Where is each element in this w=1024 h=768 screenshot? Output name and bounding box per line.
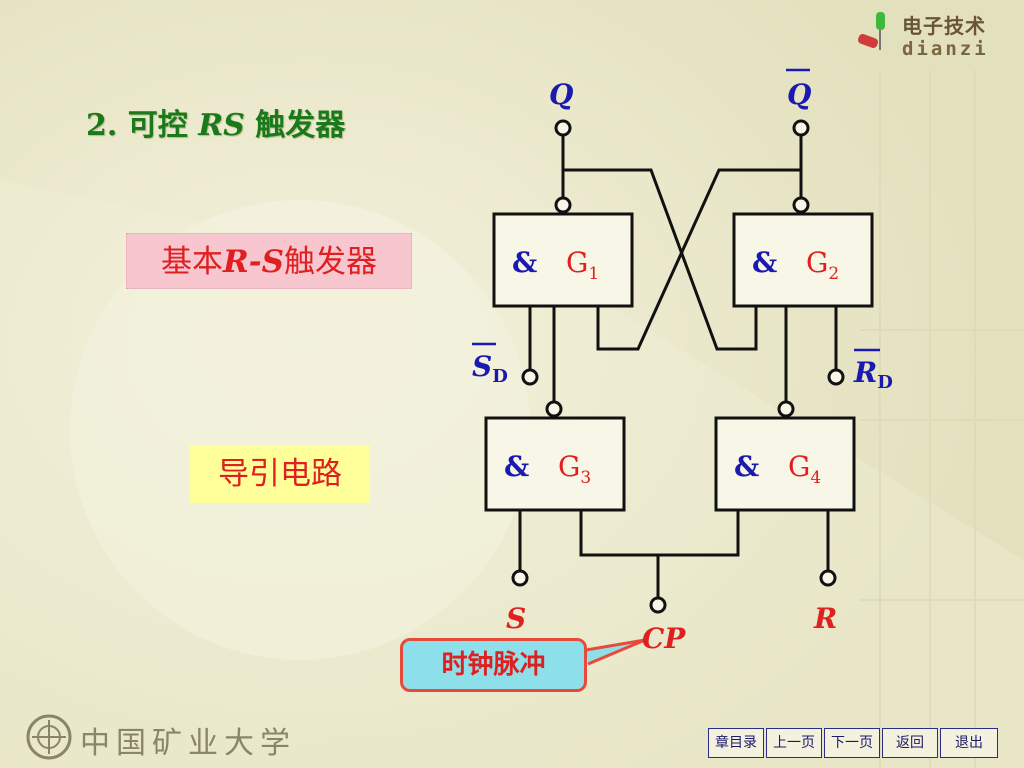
title-prefix: 2. 可控	[86, 108, 199, 143]
nav-exit-button[interactable]: 退出	[940, 728, 998, 758]
gate-g1	[492, 212, 634, 308]
basic-label-italic: R-S	[222, 244, 285, 280]
gate-g4-symbol: &	[734, 450, 759, 483]
gate-g1-symbol: &	[512, 246, 537, 279]
gate-g3	[484, 416, 626, 512]
terminal-q	[554, 119, 572, 137]
label-sd: SD	[472, 350, 508, 387]
terminal-s	[511, 569, 529, 587]
school-name: 中国矿业大学	[80, 726, 296, 761]
gate-g4-name: G4	[788, 450, 821, 488]
feedback-qbar-to-g1	[596, 168, 801, 351]
title-italic: RS	[198, 108, 245, 143]
gate-g2-name: G2	[806, 246, 839, 284]
nav-chapter-contents-button[interactable]: 章目录	[708, 728, 764, 758]
basic-label-post: 触发器	[284, 244, 378, 280]
gate-g2-symbol: &	[752, 246, 777, 279]
school-logo: 中国矿业大学	[24, 712, 294, 762]
gate-g4	[714, 416, 856, 512]
label-s: S	[506, 602, 526, 635]
feedback-q-to-g2	[563, 168, 758, 351]
logo-text-cn: 电子技术	[902, 14, 986, 38]
bubble-g3	[545, 400, 563, 418]
label-cp: CP	[642, 622, 686, 655]
gate-g3-symbol: &	[504, 450, 529, 483]
school-emblem-icon	[26, 714, 72, 760]
bubble-g2	[792, 196, 810, 214]
terminal-sd	[521, 368, 539, 386]
nav-previous-page-button[interactable]: 上一页	[766, 728, 822, 758]
cp-wire-g3	[579, 510, 740, 557]
logo-text-en: dianzi	[902, 38, 989, 60]
basic-label-pre: 基本	[160, 244, 223, 280]
title-suffix: 触发器	[244, 108, 346, 143]
logo: 电子技术 dianzi	[856, 6, 1016, 62]
terminal-r	[819, 569, 837, 587]
basic-rs-label: 基本R-S触发器	[126, 233, 412, 289]
led-icon	[858, 12, 885, 50]
label-q: Q	[549, 78, 573, 111]
bubble-g1	[554, 196, 572, 214]
label-r: R	[813, 602, 837, 635]
slide-title: 2. 可控 RS 触发器	[86, 100, 345, 144]
nav-return-button[interactable]: 返回	[882, 728, 938, 758]
gate-g2	[732, 212, 874, 308]
guide-circuit-label: 导引电路	[190, 445, 370, 503]
bubble-g4	[777, 400, 795, 418]
gate-g1-name: G1	[566, 246, 599, 284]
label-qbar: Q	[787, 78, 811, 111]
terminal-cp	[649, 596, 667, 614]
clock-pulse-callout: 时钟脉冲	[400, 638, 587, 692]
label-rd: RD	[853, 356, 893, 393]
terminal-qbar	[792, 119, 810, 137]
gate-g3-name: G3	[558, 450, 591, 488]
terminal-rd	[827, 368, 845, 386]
nav-next-page-button[interactable]: 下一页	[824, 728, 880, 758]
clock-callout-pointer	[585, 638, 646, 666]
